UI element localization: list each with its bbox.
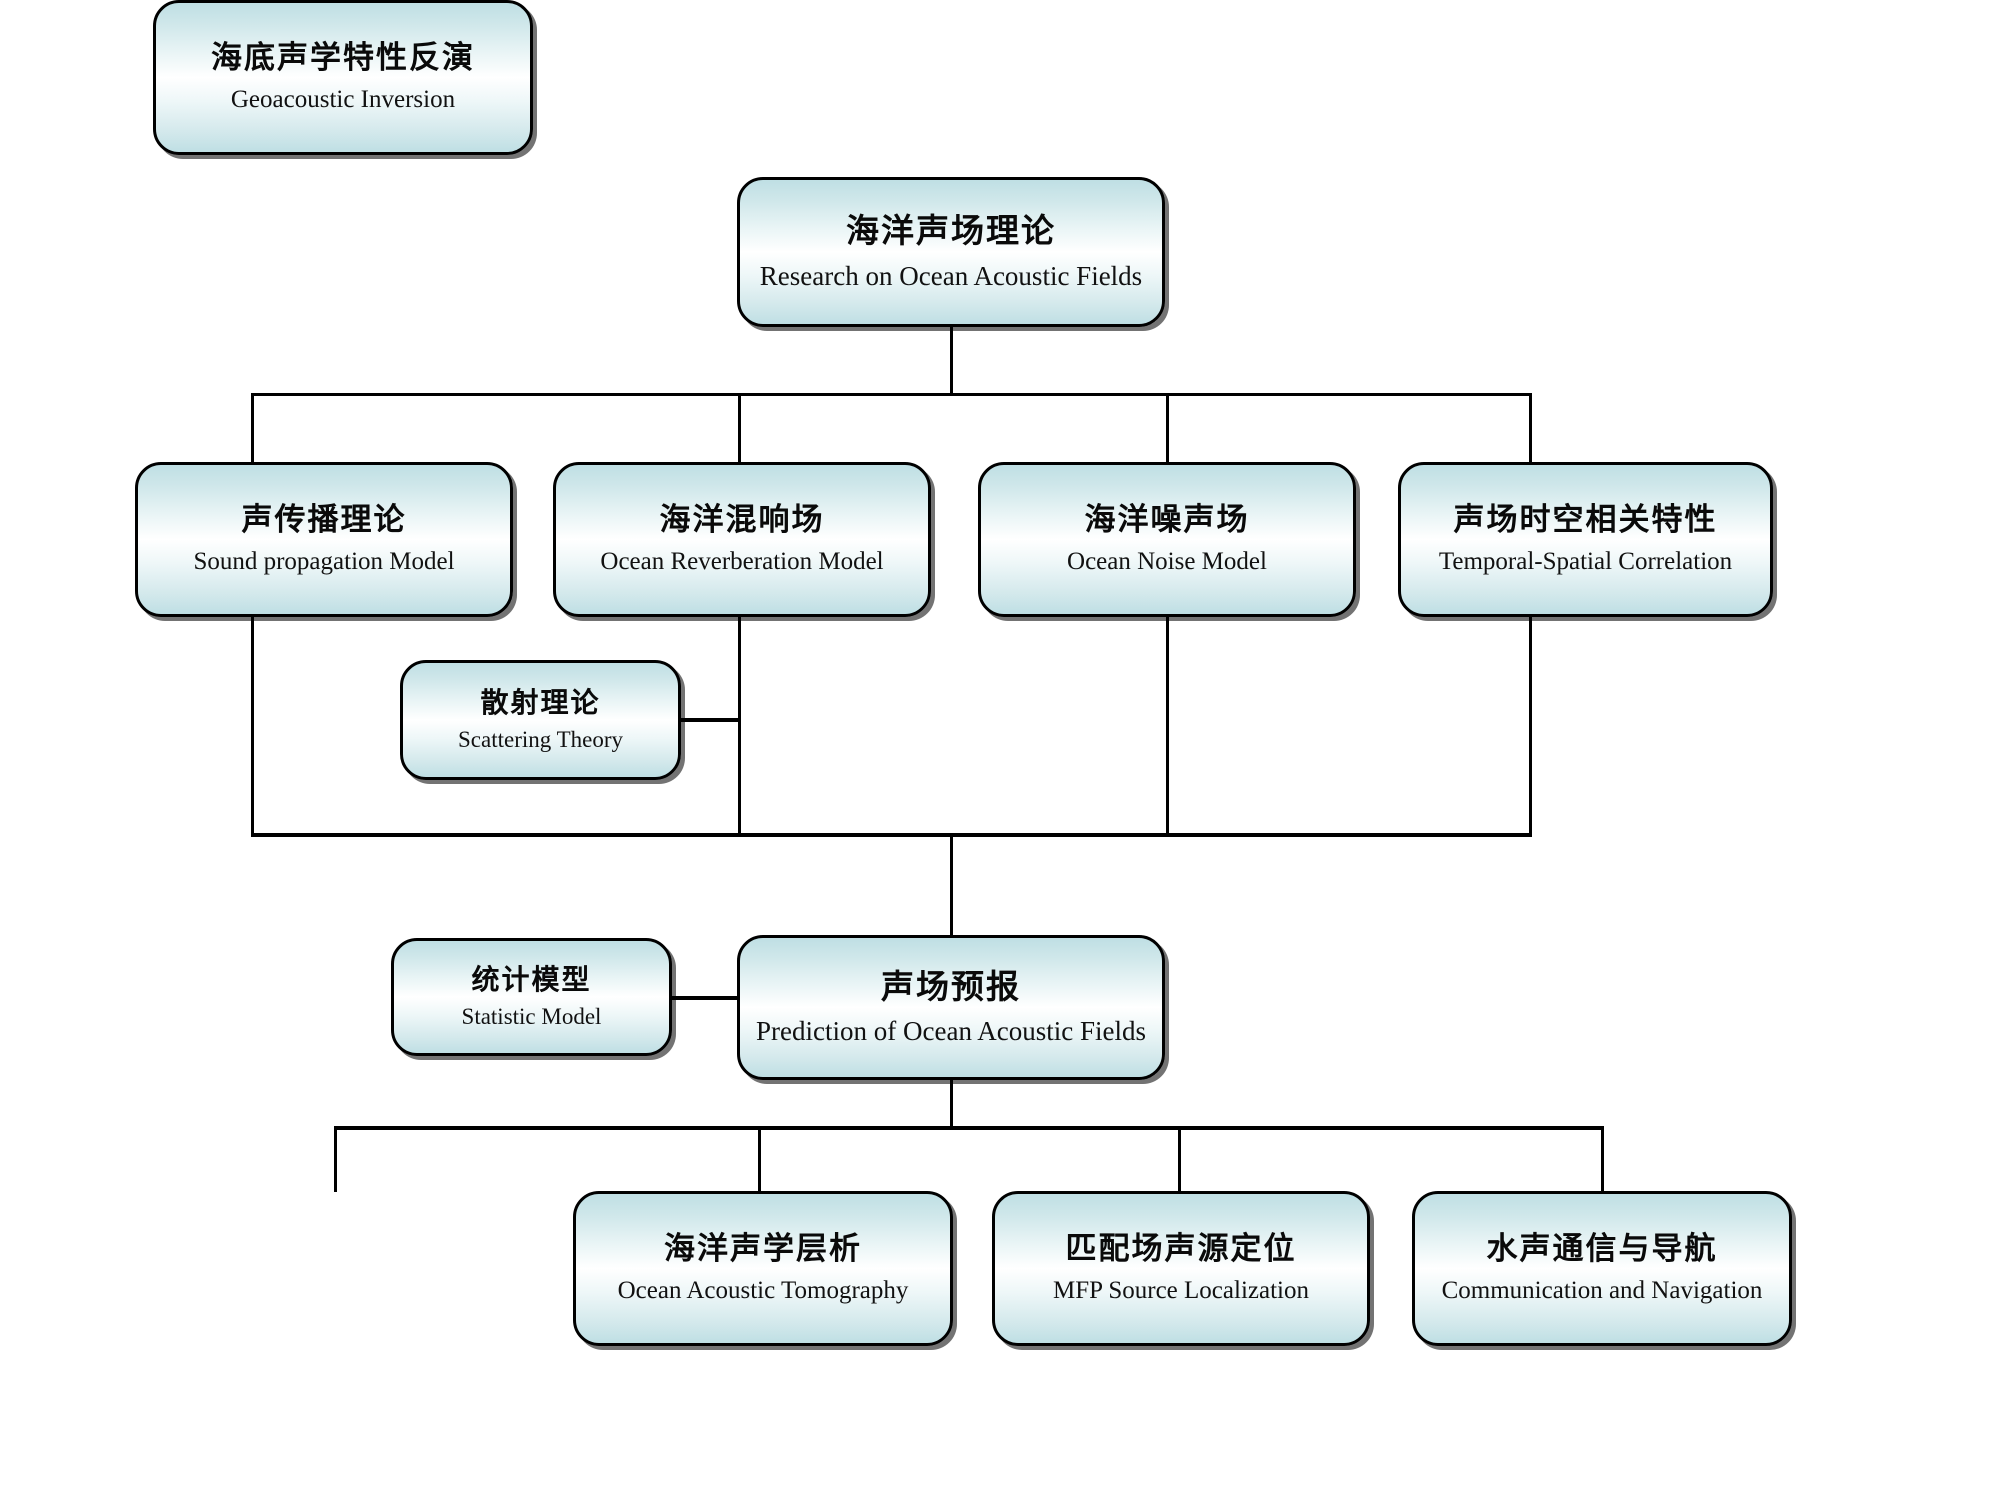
connector-riser-theory-1 (251, 480, 254, 835)
node-prediction-label-cn: 声场预报 (881, 966, 1021, 1006)
node-temporal-spatial-correlation-label-cn: 声场时空相关特性 (1453, 502, 1718, 539)
node-statistic-model-label-en: Statistic Model (461, 1004, 602, 1030)
node-communication-navigation-label-en: Communication and Navigation (1441, 1276, 1763, 1304)
connector-application-bus (334, 1126, 1604, 1130)
connector-prediction-stem (950, 833, 953, 941)
node-root-label-en: Research on Ocean Acoustic Fields (759, 260, 1143, 291)
node-root-label-cn: 海洋声场理论 (846, 211, 1056, 250)
connector-prediction-bus (251, 833, 1532, 837)
node-scattering-theory-label-en: Scattering Theory (458, 727, 623, 753)
connector-drop-theory-1 (251, 393, 254, 463)
connector-scattering-link (680, 718, 741, 722)
node-mfp-source-localization-label-en: MFP Source Localization (1053, 1276, 1309, 1304)
node-mfp-source-localization-label-cn: 匹配场声源定位 (1065, 1231, 1297, 1268)
node-statistic-model-label-cn: 统计模型 (471, 962, 592, 996)
node-temporal-spatial-correlation[interactable]: 声场时空相关特性 Temporal-Spatial Correlation (1398, 462, 1773, 617)
node-mfp-source-localization[interactable]: 匹配场声源定位 MFP Source Localization (992, 1191, 1370, 1346)
node-geoacoustic-inversion-label-cn: 海底声学特性反演 (211, 40, 475, 77)
node-communication-navigation-label-cn: 水声通信与导航 (1486, 1231, 1718, 1268)
node-ocean-acoustic-tomography-label-en: Ocean Acoustic Tomography (617, 1276, 909, 1304)
node-prediction[interactable]: 声场预报 Prediction of Ocean Acoustic Fields (737, 935, 1165, 1080)
node-ocean-reverberation-label-cn: 海洋混响场 (659, 502, 825, 539)
connector-drop-application-2 (758, 1126, 761, 1192)
node-root[interactable]: 海洋声场理论 Research on Ocean Acoustic Fields (737, 177, 1165, 327)
node-sound-propagation[interactable]: 声传播理论 Sound propagation Model (135, 462, 513, 617)
node-temporal-spatial-correlation-label-en: Temporal-Spatial Correlation (1438, 547, 1733, 575)
node-ocean-noise-label-en: Ocean Noise Model (1067, 547, 1267, 575)
connector-drop-application-3 (1178, 1126, 1181, 1192)
node-ocean-acoustic-tomography[interactable]: 海洋声学层析 Ocean Acoustic Tomography (573, 1191, 953, 1346)
node-sound-propagation-label-en: Sound propagation Model (193, 547, 455, 575)
connector-theory-bus (251, 393, 1532, 396)
connector-drop-theory-2 (738, 393, 741, 463)
connector-statistic-link (672, 996, 737, 1000)
connector-application-stem (950, 1050, 953, 1127)
node-prediction-label-en: Prediction of Ocean Acoustic Fields (756, 1016, 1146, 1047)
node-geoacoustic-inversion[interactable]: 海底声学特性反演 Geoacoustic Inversion (153, 0, 533, 155)
node-ocean-acoustic-tomography-label-cn: 海洋声学层析 (664, 1231, 862, 1268)
node-scattering-theory[interactable]: 散射理论 Scattering Theory (400, 660, 681, 780)
node-ocean-reverberation-label-en: Ocean Reverberation Model (600, 547, 884, 575)
node-ocean-noise[interactable]: 海洋噪声场 Ocean Noise Model (978, 462, 1356, 617)
node-statistic-model[interactable]: 统计模型 Statistic Model (391, 938, 672, 1056)
connector-riser-theory-3 (1166, 480, 1169, 835)
node-ocean-reverberation[interactable]: 海洋混响场 Ocean Reverberation Model (553, 462, 931, 617)
connector-drop-theory-3 (1166, 393, 1169, 463)
connector-riser-theory-4 (1529, 480, 1532, 835)
connector-drop-application-1 (334, 1126, 337, 1192)
connector-riser-theory-2 (738, 480, 741, 835)
connector-drop-theory-4 (1529, 393, 1532, 463)
connector-drop-application-4 (1601, 1126, 1604, 1192)
node-ocean-noise-label-cn: 海洋噪声场 (1084, 502, 1250, 539)
node-scattering-theory-label-cn: 散射理论 (480, 685, 601, 719)
node-sound-propagation-label-cn: 声传播理论 (241, 502, 407, 539)
node-geoacoustic-inversion-label-en: Geoacoustic Inversion (230, 85, 456, 113)
node-communication-navigation[interactable]: 水声通信与导航 Communication and Navigation (1412, 1191, 1792, 1346)
